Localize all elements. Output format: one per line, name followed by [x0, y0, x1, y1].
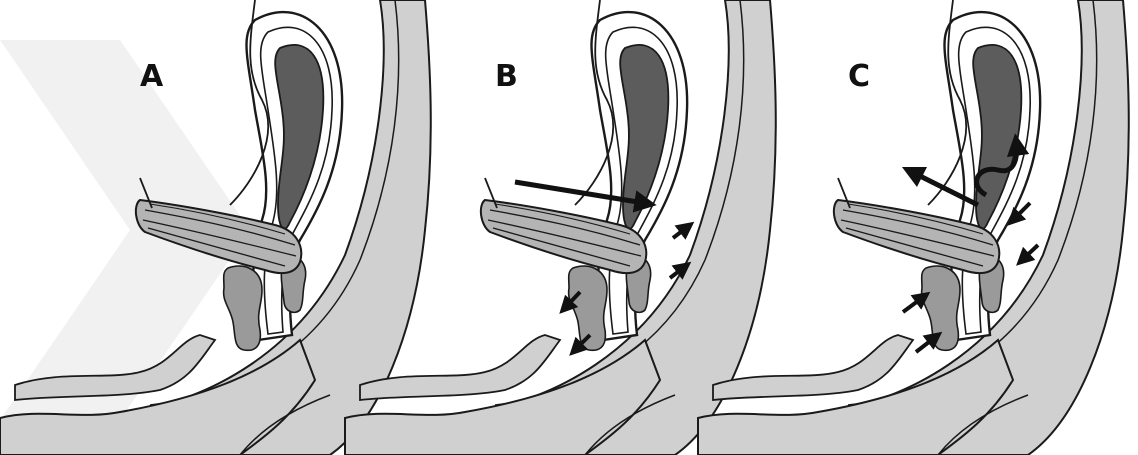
panel-label-b: B — [495, 59, 518, 94]
arrow-sphincter-out-1 — [673, 225, 690, 238]
arrow-sphincter-in-3 — [903, 295, 926, 312]
panel-label-c: C — [848, 59, 870, 94]
panel-label-a: A — [140, 59, 164, 94]
arrow-sphincter-in-2 — [1020, 245, 1038, 262]
